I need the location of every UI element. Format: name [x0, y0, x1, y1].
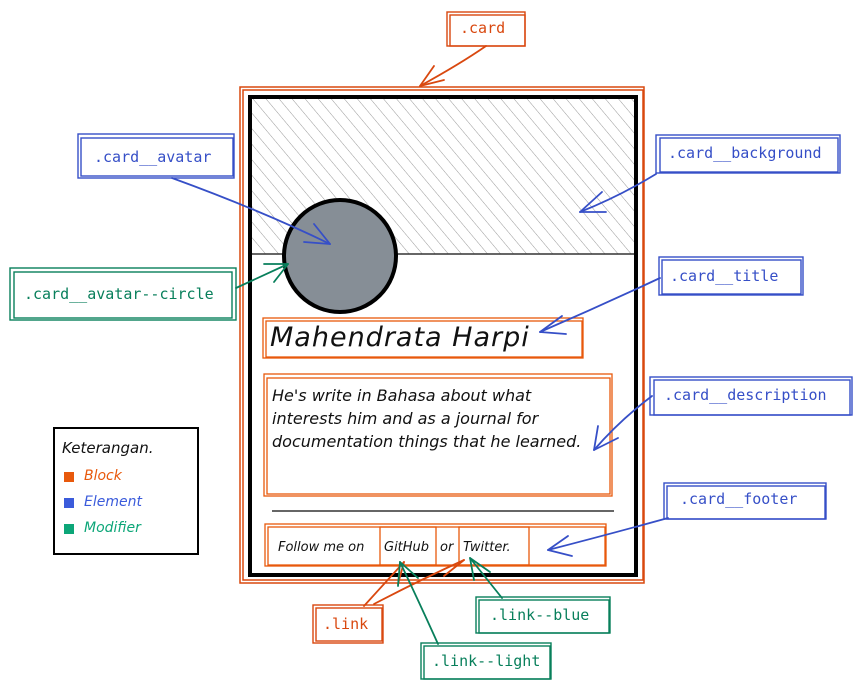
link-blue-label: .link--blue [490, 606, 590, 624]
link-label-box [312, 604, 384, 644]
link-light-label: .link--light [432, 652, 541, 670]
link-light-arrow [397, 561, 439, 645]
legend-swatch-modifier [64, 524, 74, 534]
link-blue-arrow [469, 557, 503, 599]
card-description-frame [263, 373, 613, 497]
card-footer-label-box [663, 482, 827, 520]
card-avatar-circle-label-box [9, 267, 237, 321]
link-light-label-box [420, 642, 552, 680]
card-title-arrow [539, 277, 661, 335]
card-avatar-circle [282, 198, 398, 314]
card-avatar-arrow [171, 177, 331, 245]
card-background-label: .card__background [668, 144, 822, 162]
card-block-outline [239, 86, 645, 584]
card-description-arrow [593, 395, 653, 451]
card-footer-or: or [440, 540, 454, 555]
card-background-arrow [579, 173, 657, 213]
card-avatar-label: .card__avatar [94, 148, 212, 166]
link-label: .link [323, 615, 369, 633]
card-title-label-box [658, 256, 804, 296]
legend-box [53, 427, 199, 555]
twitter-link[interactable]: Twitter. [463, 540, 511, 555]
card-label: .card [460, 19, 506, 37]
card-avatar-circle-arrow [235, 263, 289, 289]
card-footer-prefix: Follow me on [278, 540, 365, 555]
card-title-frame [262, 317, 584, 359]
legend-swatch-element [64, 498, 74, 508]
github-link[interactable]: GitHub [384, 540, 430, 555]
card-title-label: .card__title [670, 267, 779, 285]
card-background-label-box [655, 134, 841, 174]
card-footer-label: .card__footer [680, 490, 798, 508]
legend-item-element: Element [84, 494, 142, 510]
card-avatar-circle-label: .card__avatar--circle [24, 285, 214, 303]
card-description-label: .card__description [664, 386, 827, 404]
card-footer-arrow [547, 517, 669, 557]
link-blue-label-box [475, 596, 611, 634]
legend-title: Keterangan. [62, 439, 154, 457]
card-avatar-label-box [77, 133, 235, 179]
legend-swatch-block [64, 472, 74, 482]
card-description-label-box [649, 376, 853, 416]
card-title: Mahendrata Harpi [270, 322, 530, 353]
legend-item-block: Block [84, 468, 122, 484]
link-arrow [363, 559, 465, 607]
card-description: He's write in Bahasa about what interest… [272, 386, 582, 451]
github-link-frame [379, 526, 437, 566]
card-arrow [419, 45, 487, 87]
legend-item-modifier: Modifier [84, 520, 141, 536]
twitter-link-frame [458, 526, 530, 566]
